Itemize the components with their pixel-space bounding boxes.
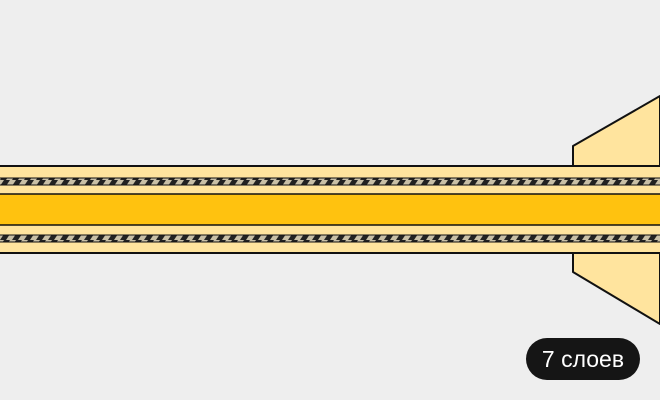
braid-layer-bottom: [0, 235, 660, 242]
braid-layer-top: [0, 178, 660, 185]
layer-count-badge: 7 слоев: [526, 338, 640, 380]
core-layer: [0, 194, 660, 225]
